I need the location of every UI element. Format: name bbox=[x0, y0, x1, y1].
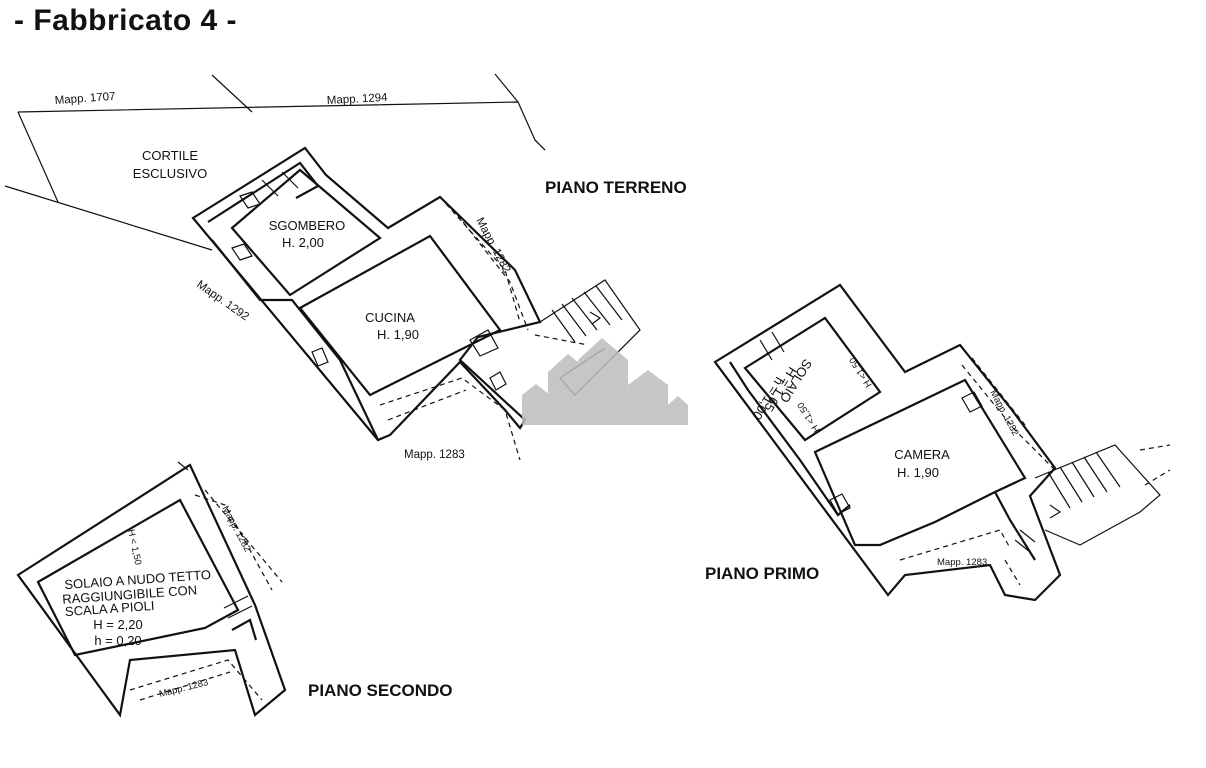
courtyard-label-1: CORTILE bbox=[142, 148, 198, 163]
terreno-parcel-1707: Mapp. 1707 bbox=[54, 91, 115, 107]
floor-label-terreno: PIANO TERRENO bbox=[545, 178, 687, 197]
primo-outer-wall bbox=[713, 283, 1062, 602]
camera-room bbox=[813, 378, 1027, 547]
secondo-outer-wall bbox=[16, 463, 287, 718]
cucina-room bbox=[298, 234, 502, 397]
secondo-note: H < 1,50 bbox=[125, 528, 143, 566]
terreno-parcel-1282: Mapp. 1282 bbox=[473, 216, 512, 275]
sgombero-height: H. 2,00 bbox=[282, 235, 324, 250]
terreno-parcel-1294: Mapp. 1294 bbox=[327, 92, 389, 107]
sgombero-label: SGOMBERO bbox=[269, 218, 346, 233]
terreno-outer-wall bbox=[191, 146, 542, 442]
primo-parcel-1282: Mapp. 1282 bbox=[987, 388, 1020, 437]
courtyard-label-2: ESCLUSIVO bbox=[133, 166, 207, 181]
secondo-room-line-3: SCALA A PIOLI bbox=[64, 598, 154, 619]
solaio-note-1: H <1,50 bbox=[847, 355, 874, 389]
page-title: - Fabbricato 4 - bbox=[14, 4, 238, 37]
cucina-label: CUCINA bbox=[365, 310, 415, 325]
secondo-parcel-1282: Mapp. 1282 bbox=[219, 504, 252, 553]
floor-label-primo: PIANO PRIMO bbox=[705, 564, 819, 583]
piano-primo-plan: Mapp. 1282 Mapp. 1283 SOLAIO H = 1,65 h … bbox=[705, 283, 1171, 602]
building-icon bbox=[522, 338, 688, 425]
primo-parcel-1283: Mapp. 1283 bbox=[937, 557, 987, 568]
camera-height: H. 1,90 bbox=[897, 465, 939, 480]
terreno-parcel-1283: Mapp. 1283 bbox=[404, 449, 465, 461]
piano-secondo-plan: Mapp. 1282 Mapp. 1283 H < 1,50 SOLAIO A … bbox=[16, 461, 453, 718]
camera-label: CAMERA bbox=[894, 447, 950, 462]
sgombero-room bbox=[230, 168, 382, 297]
secondo-room bbox=[36, 498, 240, 657]
solaio-note-2: H <1,50 bbox=[795, 400, 822, 434]
primo-stair bbox=[1034, 444, 1161, 546]
floor-label-secondo: PIANO SECONDO bbox=[308, 681, 453, 700]
solaio-room bbox=[743, 316, 882, 442]
secondo-room-line-4: H = 2,20 bbox=[93, 617, 143, 632]
secondo-room-line-5: h = 0,20 bbox=[94, 633, 141, 648]
cucina-height: H. 1,90 bbox=[377, 327, 419, 342]
terreno-parcel-1292: Mapp. 1292 bbox=[194, 279, 251, 324]
secondo-parcel-1283: Mapp. 1283 bbox=[158, 677, 209, 700]
